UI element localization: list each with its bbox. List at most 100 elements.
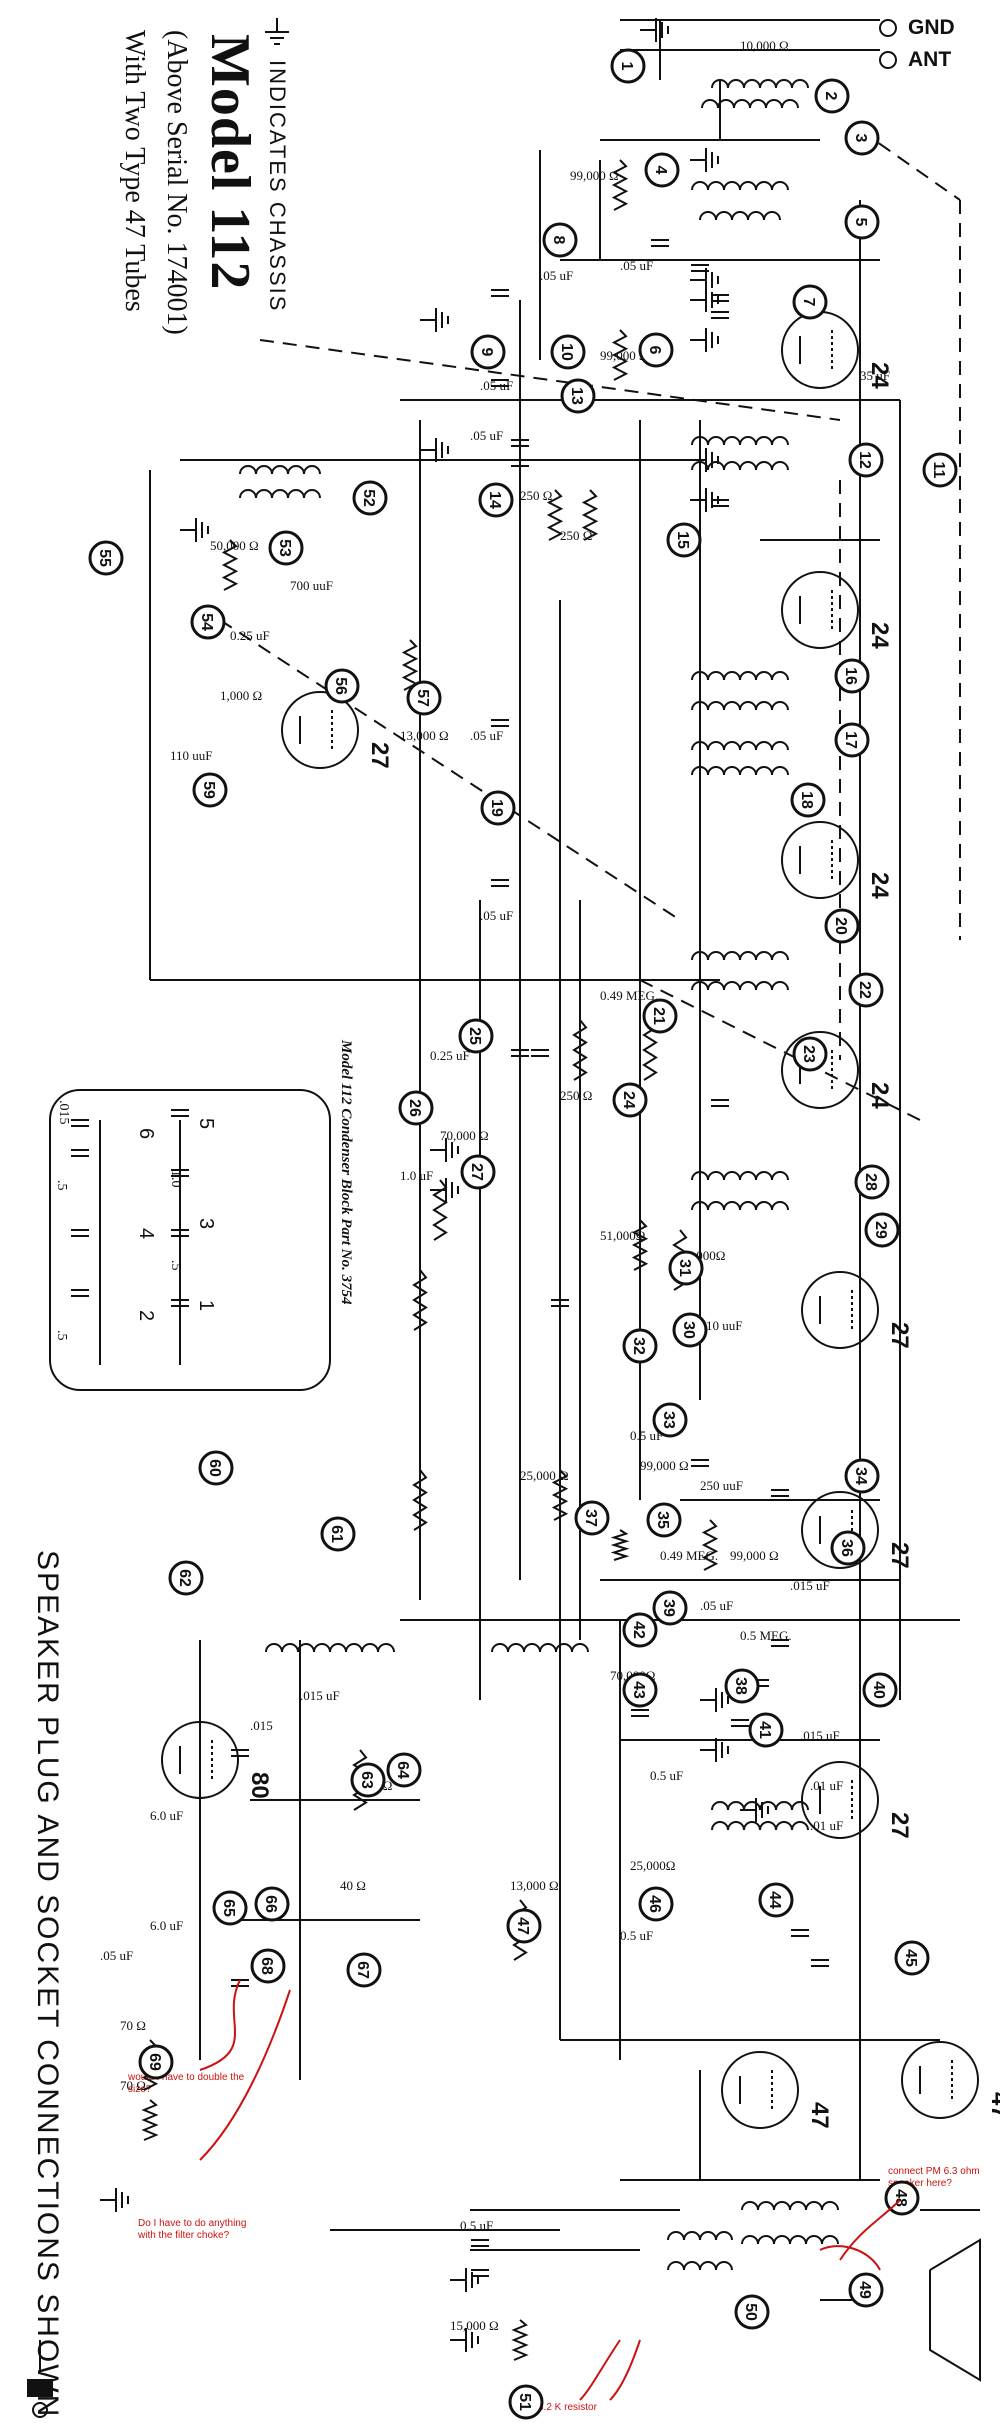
callout-49: 49: [848, 2272, 884, 2308]
callout-33: 33: [652, 1402, 688, 1438]
callout-13: 13: [560, 378, 596, 414]
tube-47: 47: [721, 2051, 833, 2129]
condenser-section: 2: [135, 1310, 157, 1321]
svg-text:80: 80: [246, 1772, 273, 1799]
svg-text:27: 27: [886, 1812, 913, 1839]
component-value: 99,000 Ω: [570, 168, 619, 183]
gnd-terminal-icon: [879, 19, 897, 37]
callout-57: 57: [406, 680, 442, 716]
component-value: 70,000 Ω: [440, 1128, 489, 1143]
component-value: 25,000Ω: [630, 1858, 675, 1873]
callout-40: 40: [862, 1672, 898, 1708]
tube-80: 80: [161, 1721, 273, 1799]
callout-69: 69: [138, 2044, 174, 2080]
svg-text:44: 44: [766, 1891, 783, 1909]
svg-text:25: 25: [466, 1027, 483, 1045]
svg-text:53: 53: [276, 539, 293, 557]
component-value: .05 uF: [470, 428, 503, 443]
component-value: .05 uF: [470, 728, 503, 743]
callout-39: 39: [652, 1590, 688, 1626]
callout-44: 44: [758, 1882, 794, 1918]
svg-text:60: 60: [206, 1459, 223, 1477]
svg-text:5: 5: [852, 218, 869, 227]
svg-text:20: 20: [832, 917, 849, 935]
callout-42: 42: [622, 1612, 658, 1648]
svg-text:39: 39: [660, 1599, 677, 1617]
component-value: 13,000 Ω: [400, 728, 449, 743]
svg-text:21: 21: [650, 1007, 667, 1025]
condenser-value: .015: [56, 1100, 71, 1125]
callout-53: 53: [268, 530, 304, 566]
tube-27: 27: [801, 1491, 913, 1569]
callout-43: 43: [622, 1672, 658, 1708]
condenser-value: 1.0: [168, 1170, 183, 1188]
callout-15: 15: [666, 522, 702, 558]
component-value: .05 uF: [480, 908, 513, 923]
callout-34: 34: [844, 1458, 880, 1494]
callout-22: 22: [848, 972, 884, 1008]
svg-text:30: 30: [680, 1321, 697, 1339]
component-value: 250 Ω: [560, 528, 592, 543]
callout-66: 66: [254, 1886, 290, 1922]
svg-text:16: 16: [842, 667, 859, 685]
callout-27: 27: [460, 1154, 496, 1190]
callout-35: 35: [646, 1502, 682, 1538]
callout-21: 21: [642, 998, 678, 1034]
callout-17: 17: [834, 722, 870, 758]
component-value: 70 Ω: [120, 2018, 146, 2033]
callout-68: 68: [250, 1948, 286, 1984]
annotation-double-size: would i have to double the size?: [128, 2072, 245, 2095]
tube-27: 27: [281, 691, 393, 769]
svg-text:65: 65: [220, 1899, 237, 1917]
callout-2: 2: [814, 78, 850, 114]
callout-54: 54: [190, 604, 226, 640]
component-value: 250 Ω: [520, 488, 552, 503]
condenser-section: 4: [135, 1228, 157, 1239]
svg-text:18: 18: [798, 791, 815, 809]
component-value: 99,000 Ω: [640, 1458, 689, 1473]
tube-47: 47: [901, 2041, 1000, 2119]
svg-text:63: 63: [358, 1771, 375, 1789]
component-value: 0.25 uF: [230, 628, 270, 643]
svg-text:35: 35: [654, 1511, 671, 1529]
svg-text:47: 47: [806, 2102, 833, 2129]
callout-14: 14: [478, 482, 514, 518]
callout-26: 26: [398, 1090, 434, 1126]
svg-text:28: 28: [862, 1173, 879, 1191]
component-value: .05 uF: [700, 1598, 733, 1613]
component-value: 250 uuF: [700, 1478, 743, 1493]
gnd-label: GND: [908, 16, 955, 39]
svg-text:4: 4: [652, 166, 669, 175]
callout-3: 3: [844, 120, 880, 156]
annotation-resistor: 3.2 K resistor: [538, 2402, 597, 2413]
svg-text:49: 49: [856, 2281, 873, 2299]
svg-text:11: 11: [930, 462, 947, 479]
component-value: 51,000Ω: [600, 1228, 645, 1243]
svg-text:7: 7: [800, 298, 817, 307]
svg-text:24: 24: [866, 872, 893, 899]
callout-4: 4: [644, 152, 680, 188]
callout-51: 51: [508, 2384, 544, 2420]
component-value: .05 uF: [620, 258, 653, 273]
svg-text:9: 9: [478, 348, 495, 357]
svg-text:46: 46: [646, 1895, 663, 1913]
annotation-speaker: connect PM 6.3 ohm speaker here?: [888, 2166, 980, 2189]
svg-text:22: 22: [856, 981, 873, 999]
component-value: 99,000 Ω: [730, 1548, 779, 1563]
component-value: 6.0 uF: [150, 1808, 183, 1823]
svg-text:12: 12: [856, 451, 873, 469]
svg-text:27: 27: [886, 1322, 913, 1349]
svg-text:15: 15: [674, 531, 691, 549]
svg-text:64: 64: [394, 1761, 411, 1779]
component-value: .05 uF: [540, 268, 573, 283]
component-value: .015 uF: [300, 1688, 340, 1703]
component-value: 70 Ω: [120, 2078, 146, 2093]
svg-text:68: 68: [258, 1957, 275, 1975]
callout-11: 11: [922, 452, 958, 488]
tube-24: 24: [781, 1031, 893, 1109]
speaker-icon: [929, 2238, 981, 2382]
callout-16: 16: [834, 658, 870, 694]
callout-59: 59: [192, 772, 228, 808]
tube-27: 27: [801, 1761, 913, 1839]
